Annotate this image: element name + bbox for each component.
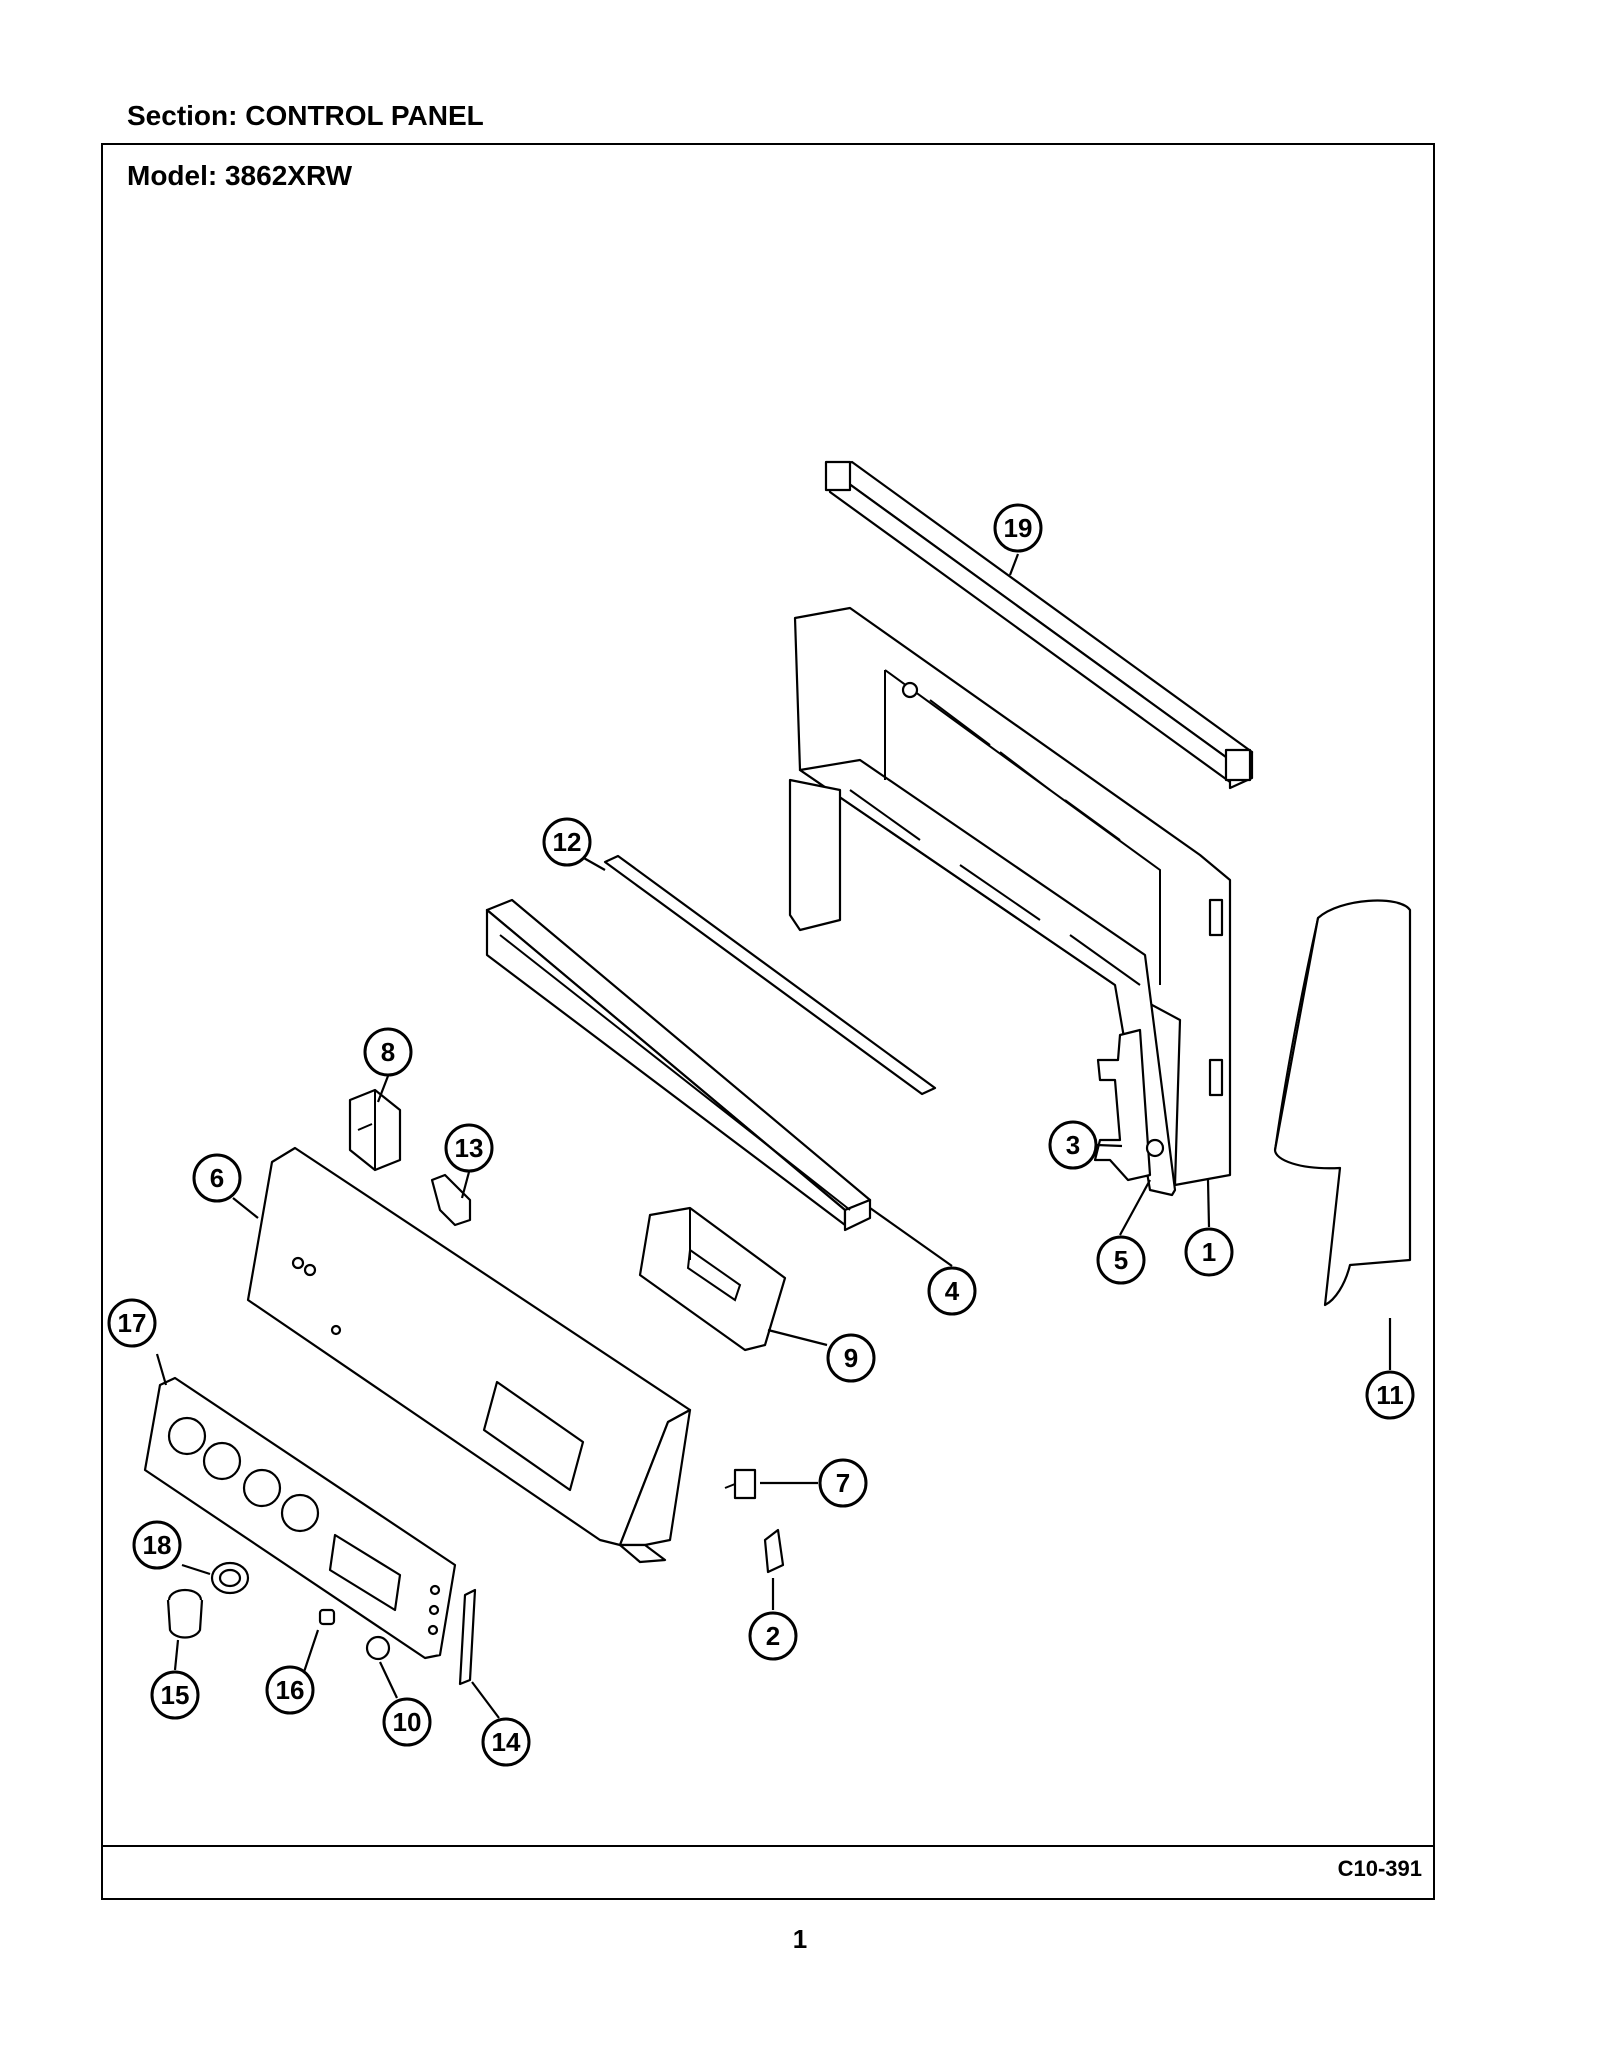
callout-4: 4 [927, 1266, 977, 1316]
part-11-end-cap [1273, 899, 1412, 1307]
callout-1-label: 1 [1202, 1237, 1216, 1267]
part-2-clip [763, 1528, 785, 1574]
callout-3-label: 3 [1066, 1130, 1080, 1160]
callout-10: 10 [382, 1697, 432, 1747]
frame-footer-rule [101, 1845, 1435, 1847]
diagram-code: C10-391 [1337, 1856, 1422, 1881]
callout-3: 3 [1048, 1120, 1098, 1170]
part-10-knob [365, 1635, 391, 1661]
callout-5: 5 [1096, 1235, 1146, 1285]
callout-4-label: 4 [945, 1276, 960, 1306]
callout-2-label: 2 [766, 1621, 780, 1651]
callout-14: 14 [481, 1717, 531, 1767]
callout-19: 19 [993, 503, 1043, 553]
callout-12-label: 12 [553, 827, 582, 857]
callout-1: 1 [1184, 1227, 1234, 1277]
part-15-knob [166, 1588, 204, 1639]
callout-17: 17 [107, 1298, 157, 1348]
callout-11-label: 11 [1376, 1380, 1404, 1410]
callout-6-label: 6 [210, 1163, 224, 1193]
model-title: Model: 3862XRW [127, 160, 353, 191]
page-number: 1 [792, 1924, 808, 1954]
part-17-overlay [143, 1376, 457, 1660]
callout-15: 15 [150, 1670, 200, 1720]
callout-15-label: 15 [161, 1680, 190, 1710]
callout-8-label: 8 [381, 1037, 395, 1067]
callout-6: 6 [192, 1153, 242, 1203]
callout-18-label: 18 [143, 1530, 172, 1560]
part-4-channel [485, 898, 872, 1232]
callout-5-label: 5 [1114, 1245, 1128, 1275]
part-7-switch [724, 1468, 757, 1500]
callout-9: 9 [826, 1333, 876, 1383]
callout-16-label: 16 [276, 1675, 305, 1705]
part-3-bracket [1093, 1028, 1165, 1182]
callout-18: 18 [132, 1520, 182, 1570]
callout-16: 16 [265, 1665, 315, 1715]
part-13-clip [430, 1173, 472, 1227]
leader-lines [155, 553, 1392, 1719]
part-19-top-brace [824, 460, 1254, 790]
callout-7-label: 7 [836, 1468, 850, 1498]
callout-13: 13 [444, 1123, 494, 1173]
callout-10-label: 10 [393, 1707, 422, 1737]
diagram-frame [101, 143, 1435, 1900]
callout-19-label: 19 [1004, 513, 1033, 543]
part-12-strip [603, 854, 937, 1096]
callout-12: 12 [542, 817, 592, 867]
callout-14-label: 14 [492, 1727, 521, 1757]
callout-13-label: 13 [455, 1133, 484, 1163]
section-title: Section: CONTROL PANEL [127, 100, 484, 131]
part-1-backguard-frame [788, 606, 1232, 1197]
part-16-button [318, 1608, 336, 1626]
part-18-bezel [210, 1561, 250, 1595]
part-9-clock [638, 1206, 787, 1352]
callout-9-label: 9 [844, 1343, 858, 1373]
callout-11: 11 [1365, 1370, 1415, 1420]
part-14-trim-strip [458, 1588, 477, 1686]
part-6-control-panel [246, 1146, 692, 1564]
part-8-block [348, 1088, 402, 1172]
callout-7: 7 [818, 1458, 868, 1508]
callout-8: 8 [363, 1027, 413, 1077]
callout-2: 2 [748, 1611, 798, 1661]
callout-17-label: 17 [118, 1308, 147, 1338]
